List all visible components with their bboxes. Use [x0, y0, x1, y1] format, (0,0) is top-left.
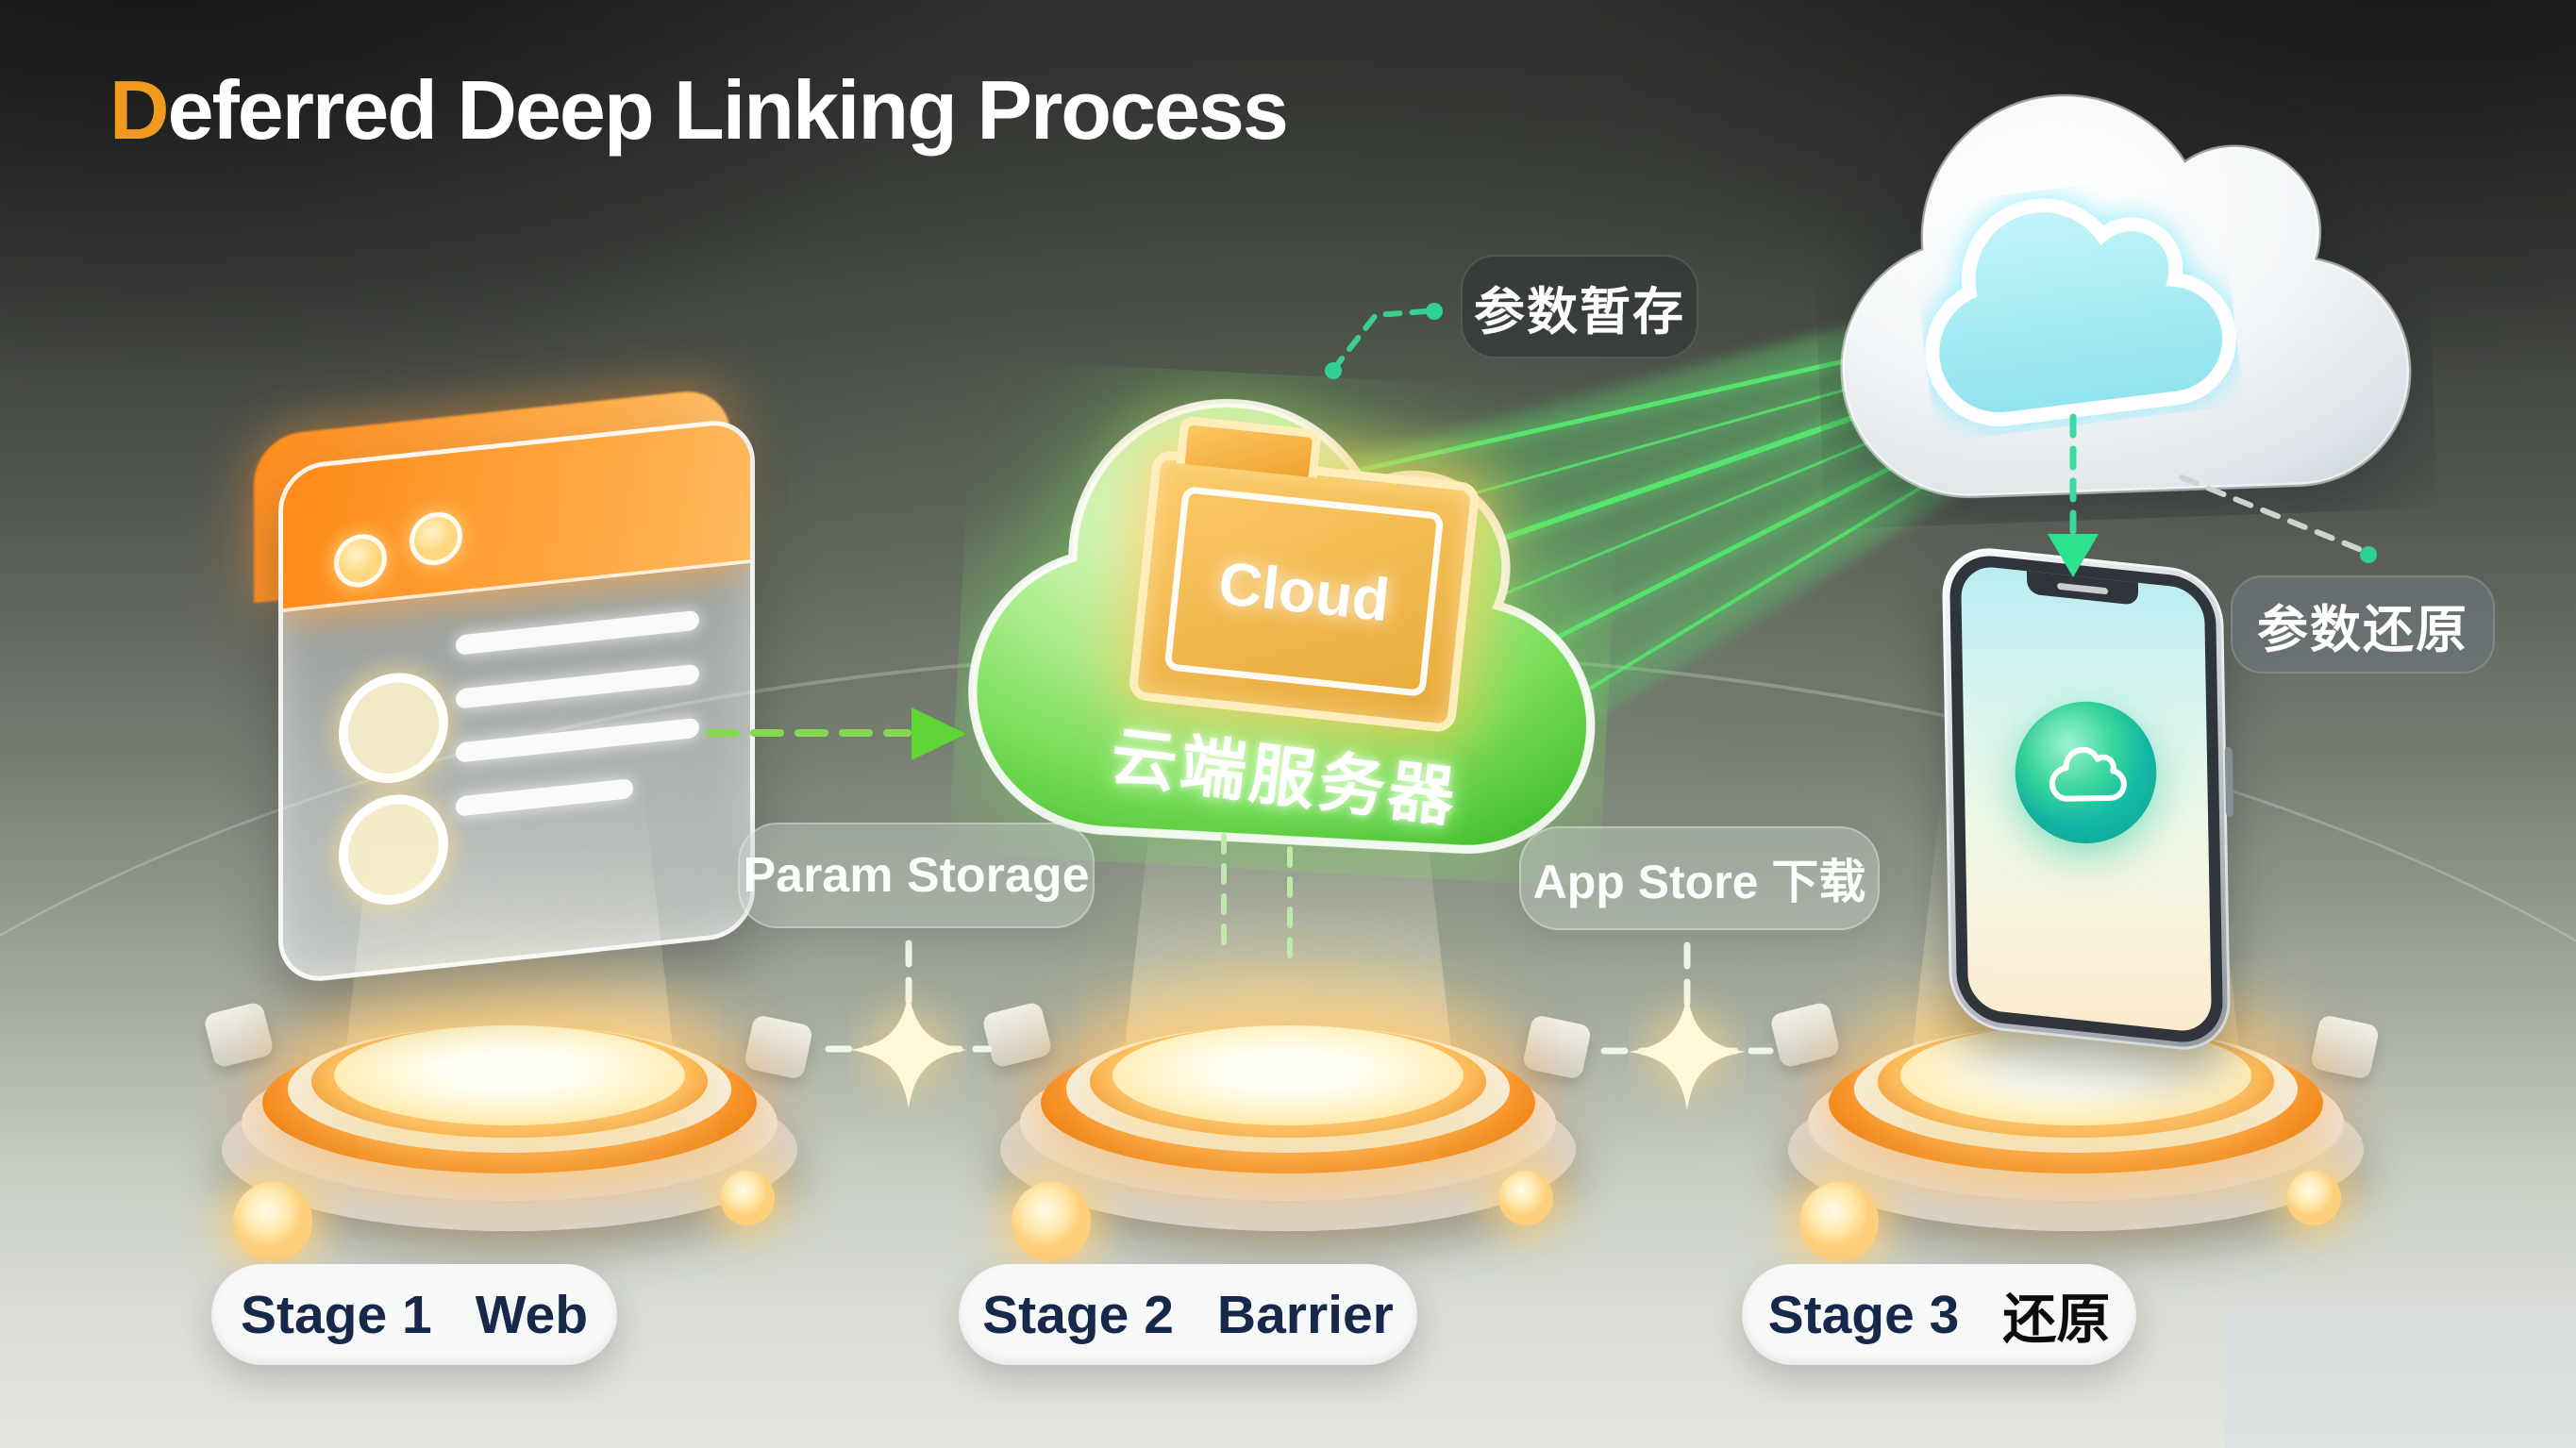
- sparkle-icon: [1629, 993, 1746, 1110]
- connector-cloud-to-pedestal: [1221, 833, 1293, 961]
- glow-sphere: [719, 1170, 775, 1225]
- title-highlight-letter: D: [109, 63, 170, 157]
- callout-param-restore-label: 参数还原: [2257, 601, 2468, 658]
- callout-param-storage: Param Storage: [738, 823, 1095, 928]
- arrow-cloud-to-phone: [2048, 413, 2099, 577]
- stage2-pedestal: [930, 783, 1646, 1291]
- cyan-cloud-icon: [1925, 198, 2236, 426]
- title-rest: eferred Deep Linking Process: [167, 63, 1289, 157]
- glow-sphere: [2285, 1170, 2341, 1225]
- glow-sphere: [1799, 1182, 1880, 1261]
- page-title: Deferred Deep Linking Process: [109, 62, 1289, 158]
- callout-app-store-label: App Store 下载: [1532, 856, 1866, 908]
- stage1-suffix: Web: [475, 1284, 589, 1345]
- sparkle-icon: [850, 991, 967, 1108]
- phone-screen: [1949, 551, 2224, 1047]
- stage2-label-pill: Stage 2 Barrier: [959, 1264, 1417, 1365]
- smartphone-icon: [1941, 542, 2234, 1056]
- cloud-app-icon: [2014, 700, 2158, 845]
- stage3-prefix: Stage 3: [1767, 1284, 1960, 1345]
- arrowhead-right-icon: [912, 707, 966, 760]
- cyan-cloud-shape: [1925, 198, 2236, 426]
- callout-param-storage-label: Param Storage: [743, 848, 1090, 903]
- stage1-prefix: Stage 1: [240, 1284, 432, 1345]
- stage1-label-pill: Stage 1 Web: [211, 1264, 617, 1365]
- stage3-label-pill: Stage 3 还原: [1742, 1264, 2136, 1365]
- glow-sphere: [233, 1182, 313, 1261]
- watermark-cover-rectangle: [2225, 1307, 2576, 1448]
- callout-app-store-download: App Store 下载: [1519, 826, 1880, 930]
- stage1-pedestal: [152, 783, 867, 1291]
- connector-param-cache: [1325, 303, 1443, 379]
- stage3-suffix: 还原: [2002, 1289, 2111, 1350]
- phone-cloud-glyph-icon: [2049, 746, 2127, 802]
- arrow-web-to-cloud: [706, 707, 966, 760]
- arrowhead-down-icon: [2048, 534, 2099, 577]
- glow-sphere: [1497, 1170, 1553, 1225]
- stage2-suffix: Barrier: [1216, 1284, 1394, 1345]
- pedestal-glow-disc: [1112, 1025, 1464, 1125]
- glow-sphere: [1012, 1182, 1092, 1261]
- callout-param-restore: 参数还原: [2231, 575, 2495, 674]
- stage2-prefix: Stage 2: [982, 1284, 1174, 1345]
- callout-param-cache: 参数暂存: [1461, 255, 1698, 358]
- connector-param-restore: [2179, 474, 2377, 563]
- callout-param-cache-label: 参数暂存: [1474, 283, 1685, 341]
- pedestal-glow-disc: [333, 1025, 686, 1125]
